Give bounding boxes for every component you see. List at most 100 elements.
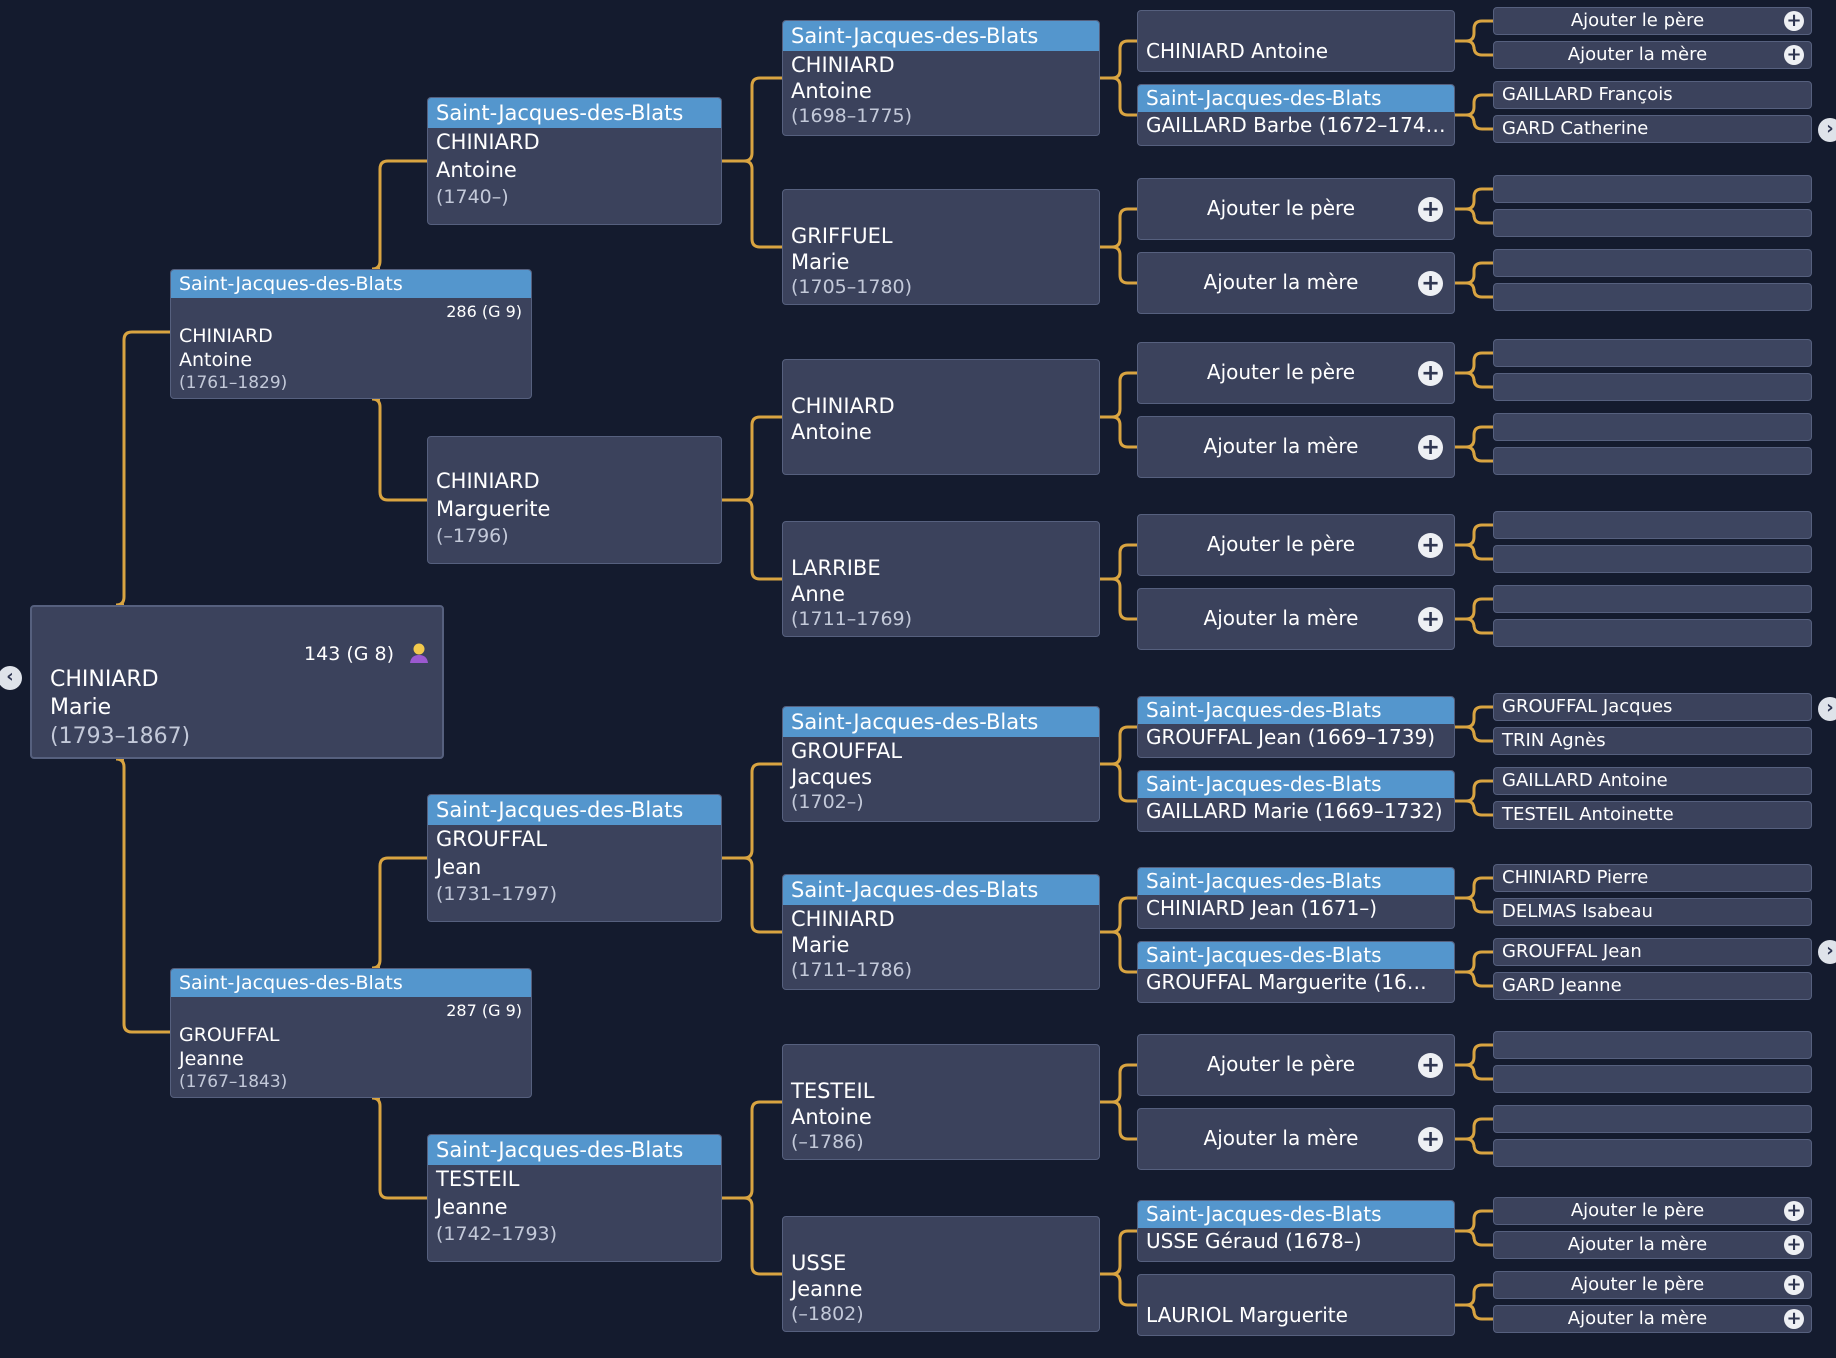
empty-slot[interactable] — [1493, 373, 1812, 401]
empty-slot[interactable] — [1493, 1065, 1812, 1093]
connector — [1100, 1063, 1137, 1104]
empty-slot[interactable] — [1493, 1031, 1812, 1059]
add-mother-button[interactable]: Ajouter la mère+ — [1137, 416, 1455, 478]
add-mother-button[interactable]: Ajouter la mère+ — [1493, 41, 1812, 69]
place-label: Saint-Jacques-des-Blats — [171, 969, 531, 997]
person-last-name: GROUFFAL — [436, 827, 548, 851]
connector — [371, 159, 427, 271]
connector — [1455, 261, 1493, 285]
empty-slot[interactable] — [1493, 283, 1812, 311]
add-label: Ajouter la mère — [1203, 270, 1359, 294]
chevron-right-icon[interactable]: › — [1818, 118, 1836, 142]
empty-slot[interactable] — [1493, 175, 1812, 203]
ancestor-card[interactable]: CHINIARD Pierre — [1493, 864, 1812, 892]
add-father-button[interactable]: Ajouter le père+ — [1137, 342, 1455, 404]
ancestor-card[interactable]: GAILLARD François — [1493, 81, 1812, 109]
connector — [1455, 1117, 1493, 1141]
empty-slot[interactable] — [1493, 249, 1812, 277]
connector — [1100, 415, 1137, 449]
person-last-name: GROUFFAL — [179, 1024, 280, 1046]
connector — [722, 1100, 782, 1200]
ancestor-card[interactable]: LAURIOL Marguerite — [1137, 1274, 1455, 1336]
ancestor-card[interactable]: GARD Catherine — [1493, 115, 1812, 143]
add-father-button[interactable]: Ajouter le père+ — [1137, 1034, 1455, 1096]
plus-icon: + — [1418, 197, 1443, 222]
add-father-button[interactable]: Ajouter le père+ — [1493, 7, 1812, 35]
connector — [1455, 1229, 1493, 1247]
add-label: Ajouter la mère — [1567, 44, 1708, 65]
chevron-right-icon[interactable]: › — [1818, 940, 1836, 964]
ancestor-card[interactable]: GROUFFAL Jean — [1493, 938, 1812, 966]
add-father-button[interactable]: Ajouter le père+ — [1137, 514, 1455, 576]
place-label: Saint-Jacques-des-Blats — [1138, 868, 1454, 895]
chevron-left-icon[interactable]: ‹ — [0, 666, 22, 690]
empty-slot[interactable] — [1493, 619, 1812, 647]
add-mother-button[interactable]: Ajouter la mère+ — [1137, 1108, 1455, 1170]
empty-slot[interactable] — [1493, 209, 1812, 237]
add-father-button[interactable]: Ajouter le père+ — [1493, 1271, 1812, 1299]
add-mother-button[interactable]: Ajouter la mère+ — [1137, 252, 1455, 314]
chevron-right-icon[interactable]: › — [1818, 697, 1836, 721]
connector — [1100, 371, 1137, 419]
empty-slot[interactable] — [1493, 447, 1812, 475]
empty-slot[interactable] — [1493, 511, 1812, 539]
ancestor-card[interactable]: DELMAS Isabeau — [1493, 898, 1812, 926]
empty-slot[interactable] — [1493, 1139, 1812, 1167]
connector — [1455, 1303, 1493, 1321]
connector — [1455, 351, 1493, 375]
add-mother-button[interactable]: Ajouter la mère+ — [1137, 588, 1455, 650]
place-label: Saint-Jacques-des-Blats — [171, 270, 531, 298]
ancestor-card[interactable]: GARD Jeanne — [1493, 972, 1812, 1000]
person-last-name: CHINIARD — [179, 325, 273, 347]
ancestor-card[interactable]: TESTEIL Antoinette — [1493, 801, 1812, 829]
connector — [1455, 425, 1493, 449]
connector — [1100, 896, 1137, 934]
person-first-name: Antoine — [791, 420, 872, 444]
person-dates: (1793–1867) — [50, 724, 191, 749]
empty-slot[interactable] — [1493, 413, 1812, 441]
person-dates: (–1802) — [791, 1303, 864, 1325]
add-mother-button[interactable]: Ajouter la mère+ — [1493, 1231, 1812, 1259]
person-first-name: Anne — [791, 582, 845, 606]
empty-slot[interactable] — [1493, 545, 1812, 573]
ancestor-card[interactable]: TRIN Agnès — [1493, 727, 1812, 755]
person-name: GARD Jeanne — [1502, 975, 1622, 996]
person-last-name: GRIFFUEL — [791, 224, 893, 248]
empty-slot[interactable] — [1493, 339, 1812, 367]
plus-icon: + — [1418, 1053, 1443, 1078]
empty-slot[interactable] — [1493, 1105, 1812, 1133]
person-last-name: TESTEIL — [791, 1079, 875, 1103]
person-first-name: Antoine — [436, 158, 517, 182]
empty-slot[interactable] — [1493, 585, 1812, 613]
person-icon — [408, 642, 430, 664]
add-label: Ajouter le père — [1570, 10, 1705, 31]
add-mother-button[interactable]: Ajouter la mère+ — [1493, 1305, 1812, 1333]
add-father-button[interactable]: Ajouter le père+ — [1493, 1197, 1812, 1225]
ancestor-card[interactable]: GAILLARD Antoine — [1493, 767, 1812, 795]
add-father-button[interactable]: Ajouter le père+ — [1137, 178, 1455, 240]
ancestor-card[interactable]: CHINIARD Antoine — [1137, 10, 1455, 72]
ancestor-card[interactable]: GROUFFAL Jacques — [1493, 693, 1812, 721]
